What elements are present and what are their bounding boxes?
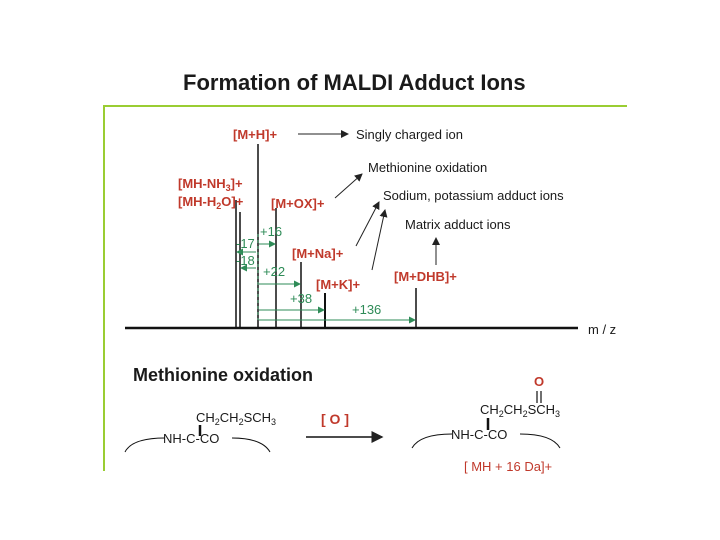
note-na-k-adducts: Sodium, potassium adduct ions (383, 188, 564, 203)
reactant-side-chain: CH2CH2SCH3 (196, 410, 276, 427)
label-mk: [M+K]+ (316, 277, 360, 292)
oxidant-label: [ O ] (321, 411, 349, 427)
product-chain-right (519, 433, 561, 449)
delta-plus16: +16 (260, 224, 282, 239)
reactant-chain-right (231, 437, 271, 453)
product-mass-label: [ MH + 16 Da]+ (464, 459, 552, 474)
delta-plus22: +22 (263, 264, 285, 279)
label-mh-nh3: [MH-NH3]+ (178, 176, 243, 193)
label-mh: [M+H]+ (233, 127, 277, 142)
label-mna: [M+Na]+ (292, 246, 344, 261)
delta-minus18: -18 (236, 253, 255, 268)
frame-left-rule (103, 105, 105, 471)
slide-title: Formation of MALDI Adduct Ions (183, 70, 526, 95)
note-matrix-adducts: Matrix adduct ions (405, 217, 511, 232)
note-singly-charged: Singly charged ion (356, 127, 463, 142)
delta-plus38: +38 (290, 291, 312, 306)
reactant-backbone: NH-C-CO (163, 431, 219, 446)
arrow-na-adduct (355, 201, 380, 247)
product-side-chain: CH2CH2SCH3 (480, 402, 560, 419)
product-backbone: NH-C-CO (451, 427, 507, 442)
label-mox: [M+OX]+ (271, 196, 325, 211)
reaction-heading: Methionine oxidation (133, 365, 313, 385)
reactant-chain-left (124, 437, 166, 453)
delta-plus136: +136 (352, 302, 381, 317)
product-chain-left (411, 433, 453, 449)
product-oxygen: O (534, 374, 544, 389)
mz-axis-label: m / z (588, 322, 616, 337)
arrow-met-oxidation (334, 173, 363, 199)
delta-minus17: -17 (236, 236, 255, 251)
note-met-oxidation: Methionine oxidation (368, 160, 487, 175)
arrow-k-adduct (371, 209, 388, 271)
label-mdhb: [M+DHB]+ (394, 269, 457, 284)
label-mh-h2o: [MH-H2O]+ (178, 194, 244, 211)
frame-top-rule (103, 105, 627, 107)
